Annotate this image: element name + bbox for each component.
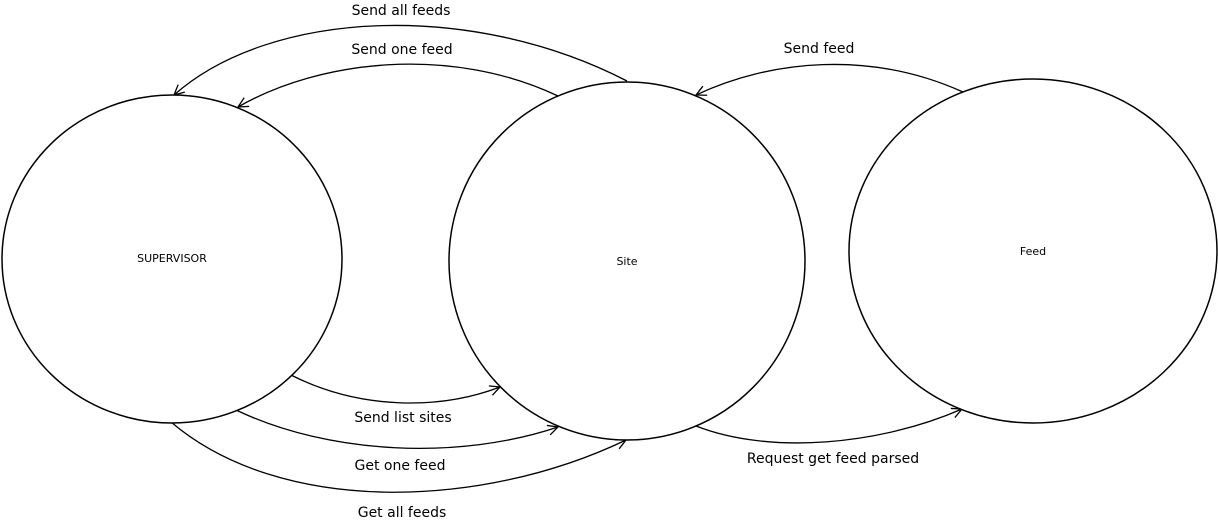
node-label-site: Site: [616, 255, 637, 268]
node-supervisor: [1, 94, 343, 424]
node-site: [448, 81, 806, 441]
edge-label-get-one-feed: Get one feed: [355, 458, 446, 474]
edge-label-send-one-feed: Send one feed: [351, 42, 452, 58]
edge-get-one-feed: [235, 409, 558, 449]
edge-label-get-all-feeds: Get all feeds: [358, 505, 447, 521]
edge-label-request-get-feed-parsed: Request get feed parsed: [747, 451, 919, 467]
edge-send-feed: [696, 63, 964, 95]
node-label-feed: Feed: [1020, 245, 1046, 258]
edge-label-send-feed: Send feed: [784, 41, 855, 57]
node-label-supervisor: SUPERVISOR: [137, 252, 207, 265]
edge-request-get-feed-parsed: [695, 409, 962, 444]
edge-send-all-feeds: [174, 24, 628, 95]
edge-label-send-list-sites: Send list sites: [354, 410, 451, 426]
edge-label-send-all-feeds: Send all feeds: [352, 3, 451, 19]
edge-send-one-feed: [238, 63, 559, 107]
edge-get-all-feeds: [170, 421, 626, 493]
node-feed: [848, 78, 1218, 424]
edge-send-list-sites: [290, 374, 500, 404]
